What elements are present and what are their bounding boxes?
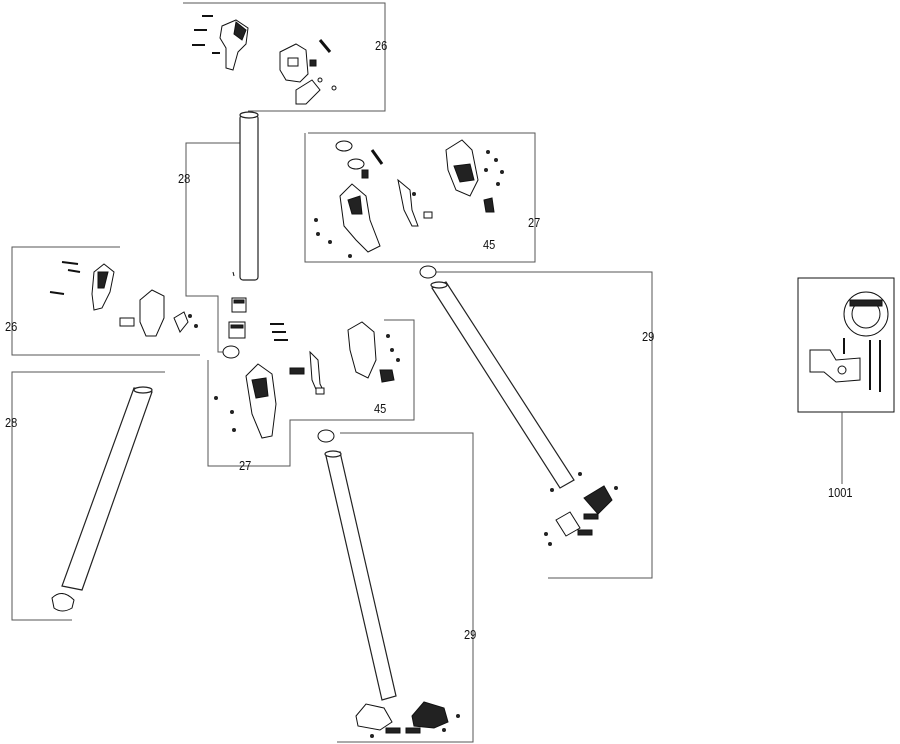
assembly-27-middle	[207, 319, 415, 467]
assembly-26-left	[11, 246, 200, 356]
tube-part-left	[61, 387, 153, 591]
handle-half-part	[219, 19, 249, 71]
callout-28-middle: 28	[178, 171, 191, 186]
callout-1001: 1001	[828, 485, 853, 500]
tube-part	[239, 114, 259, 281]
assembly-28-middle	[185, 111, 259, 359]
assembly-27-right	[304, 132, 536, 263]
lock-housing-part-left	[139, 289, 165, 337]
assembly-29-right	[419, 265, 653, 579]
callout-29-right: 29	[642, 329, 655, 344]
foot-part-bottom-1	[355, 703, 393, 731]
callout-27-right: 27	[528, 215, 541, 230]
callout-26-left: 26	[5, 319, 18, 334]
callout-27-middle: 27	[239, 458, 252, 473]
foot-part-right	[583, 485, 613, 515]
housing-half-part-mid	[245, 363, 277, 439]
assembly-28-left	[11, 371, 165, 621]
screw-set	[192, 15, 220, 54]
tube-part-bottom	[325, 451, 397, 701]
assembly-29-bottom	[317, 429, 474, 743]
foot-part-bottom-2	[411, 701, 449, 729]
tube-part-right	[431, 281, 575, 489]
callout-45-middle: 45	[374, 401, 387, 416]
callout-26-top: 26	[375, 38, 388, 53]
assembly-26-top	[183, 2, 386, 112]
decal-1001	[797, 277, 895, 484]
housing-half-part-mid-2	[347, 321, 377, 379]
housing-half-part	[339, 183, 381, 253]
callout-29-bottom: 29	[464, 627, 477, 642]
callout-28-left: 28	[5, 415, 18, 430]
callout-45-right: 45	[483, 237, 496, 252]
